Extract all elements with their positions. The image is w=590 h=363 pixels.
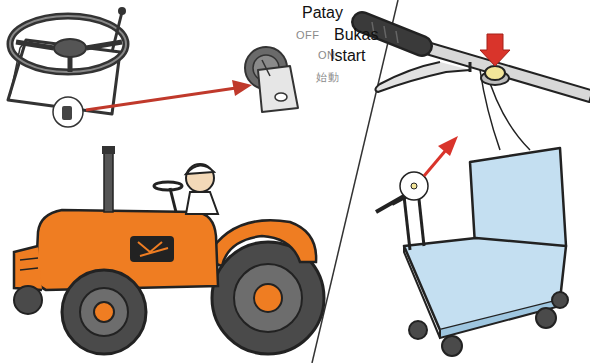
bell bbox=[481, 66, 509, 85]
ignition-key bbox=[245, 47, 298, 112]
cart bbox=[376, 148, 568, 356]
switch-label: Bukas bbox=[334, 27, 378, 43]
switch-position: OFF bbox=[296, 30, 320, 41]
switch-label: Istart bbox=[330, 48, 366, 64]
pointer-arrow bbox=[480, 34, 510, 66]
pointer-arrow bbox=[86, 80, 252, 110]
switch-position: 始動 bbox=[316, 72, 339, 83]
steering-console bbox=[8, 7, 126, 127]
tractor bbox=[14, 146, 324, 354]
pointer-arrow bbox=[424, 136, 458, 176]
handlebar bbox=[362, 22, 590, 150]
divider-line bbox=[312, 0, 398, 363]
switch-label: Patay bbox=[302, 5, 343, 21]
